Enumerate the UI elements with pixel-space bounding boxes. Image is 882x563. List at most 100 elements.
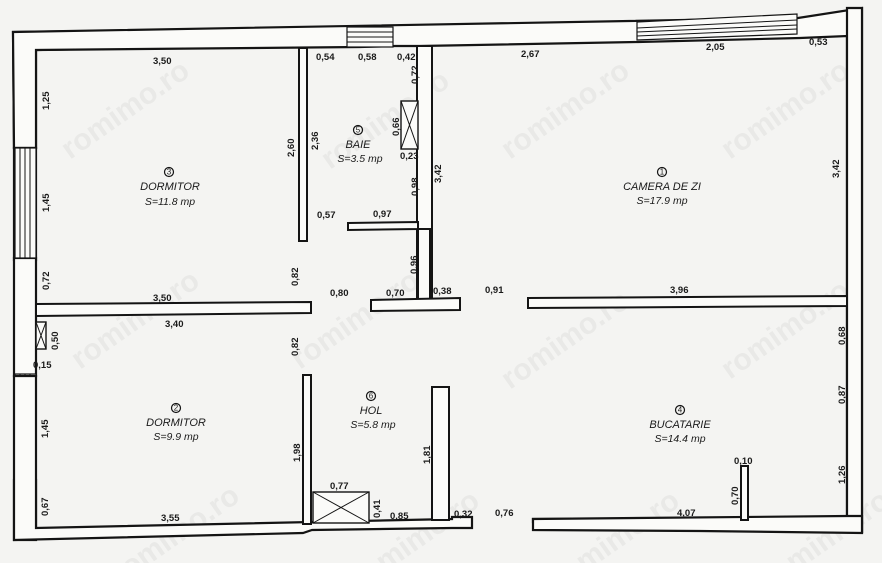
dimension-label: 0,98: [410, 178, 421, 197]
dimension-label: 2,67: [521, 49, 540, 60]
watermark: romimo.ro: [715, 274, 855, 386]
dimension-label: 0,80: [330, 288, 349, 299]
room-label-2: 2 DORMITOR S=9.9 mp: [146, 402, 206, 443]
wall-kitchen-stub: [740, 465, 749, 521]
dimension-label: 0,96: [409, 256, 420, 275]
dimension-label: 0,23: [400, 151, 419, 162]
room-name: DORMITOR: [140, 181, 200, 193]
dimension-label: 0,66: [391, 118, 402, 137]
room-number: 6: [369, 392, 374, 401]
dimension-label: 0,72: [410, 66, 421, 85]
room-name: CAMERA DE ZI: [623, 181, 701, 193]
wall-living-kitchen: [527, 294, 848, 310]
room-name: BAIE: [345, 139, 371, 151]
dimension-label: 0,76: [495, 508, 514, 519]
room-number: 2: [174, 404, 179, 413]
room-number-badge: [674, 404, 686, 416]
dimension-label: 0,91: [485, 285, 504, 296]
window-bath-top: [346, 26, 394, 48]
wall-hall-t-base: [370, 296, 461, 313]
watermark: romimo.ro: [65, 264, 205, 376]
room-number-badge: [352, 124, 364, 136]
watermark: romimo.ro: [715, 54, 855, 166]
dimension-label: 0,32: [454, 509, 473, 520]
interior-walls: [35, 45, 848, 525]
room-label-6: 6 HOL S=5.8 mp: [350, 390, 396, 431]
room-area: S=11.8 mp: [145, 196, 195, 208]
shaft-bedroom2: [35, 321, 47, 350]
shafts: [35, 100, 419, 524]
bottom-wall-right-band: [531, 514, 864, 535]
room-number: 1: [660, 168, 665, 177]
room-area: S=5.8 mp: [350, 419, 395, 431]
room-name: BUCATARIE: [649, 419, 711, 431]
dimension-label: 0,41: [372, 499, 383, 518]
watermark: romimo.ro: [285, 264, 425, 376]
dimension-label: 0,82: [290, 268, 301, 287]
room-label-4: 4 BUCATARIE S=14.4 mp: [649, 404, 711, 445]
dimension-label: 4,07: [677, 508, 696, 519]
room-area: S=17.9 mp: [636, 195, 687, 207]
bottom-wall: [12, 6, 864, 542]
dimension-label: 1,45: [40, 419, 51, 438]
wall-bedrooms-divider: [35, 300, 312, 318]
dimension-label: 3,50: [153, 293, 172, 304]
room-label-3: 3 DORMITOR S=11.8 mp: [140, 166, 200, 208]
room-area: S=3.5 mp: [337, 153, 382, 165]
dimension-label: 0,50: [50, 332, 61, 351]
watermark: romimo.ro: [495, 54, 635, 166]
dimension-label: 0,97: [373, 209, 392, 220]
dimension-label: 1,25: [41, 91, 52, 110]
dimension-label: 3,55: [161, 513, 180, 524]
wall-bedroom3-bath: [298, 47, 308, 242]
dimension-label: 1,98: [292, 444, 303, 463]
dimension-label: 2,05: [706, 42, 725, 53]
room-name: HOL: [360, 405, 383, 417]
dimension-label: 0,85: [390, 511, 409, 522]
dimension-label: 3,42: [433, 165, 444, 184]
watermark: romimo.ro: [55, 54, 195, 166]
window-bedroom3-left: [14, 147, 37, 259]
dimension-label: 3,50: [153, 56, 172, 67]
room-number-badge: [163, 166, 175, 178]
dimension-label: 0,57: [317, 210, 336, 221]
dimension-label: 1,45: [41, 193, 52, 212]
shaft-bath: [400, 100, 419, 150]
dimension-label: 1,26: [837, 466, 848, 485]
dimension-label: 0,68: [837, 327, 848, 346]
dimension-label: 0,67: [40, 498, 51, 517]
dimension-label: 3,42: [831, 160, 842, 179]
room-number-badge: [170, 402, 182, 414]
dimension-label: 0,87: [837, 386, 848, 405]
dimension-label: 1,81: [422, 445, 433, 464]
dimension-label: 0,42: [397, 52, 416, 63]
watermark: romimo.ro: [315, 64, 455, 176]
dimension-label: 0,70: [730, 487, 741, 506]
wall-bath-bottom: [347, 220, 419, 232]
room-number: 5: [356, 126, 361, 135]
dimension-label: 0,10: [734, 456, 753, 467]
room-label-1: 1 CAMERA DE ZI S=17.9 mp: [623, 166, 701, 207]
room-number: 4: [678, 406, 683, 415]
room-number-badge: [365, 390, 377, 402]
dimension-label: 2,36: [310, 132, 321, 151]
dimension-label: 0,38: [433, 286, 452, 297]
dimension-label: 0,58: [358, 52, 377, 63]
room-area: S=9.9 mp: [153, 431, 198, 443]
dimension-label: 0,54: [316, 52, 335, 63]
room-area: S=14.4 mp: [654, 433, 705, 445]
room-label-5: 5 BAIE S=3.5 mp: [337, 124, 383, 165]
wall-bedroom2-hall: [302, 374, 312, 525]
dimension-label: 0,53: [809, 37, 828, 48]
dimension-label: 2,60: [286, 139, 297, 158]
dimension-labels: 3,50 3,50 3,40 0,15 3,55 0,54 0,58 0,42 …: [33, 37, 848, 524]
wall-hall-right: [431, 386, 450, 521]
dimension-label: 3,40: [165, 319, 184, 330]
room-number-badge: [656, 166, 668, 178]
room-name: DORMITOR: [146, 417, 206, 429]
dimension-label: 3,96: [670, 285, 689, 296]
room-number: 3: [167, 168, 172, 177]
dimension-label: 0,70: [386, 288, 405, 299]
dimension-label: 0,77: [330, 481, 349, 492]
